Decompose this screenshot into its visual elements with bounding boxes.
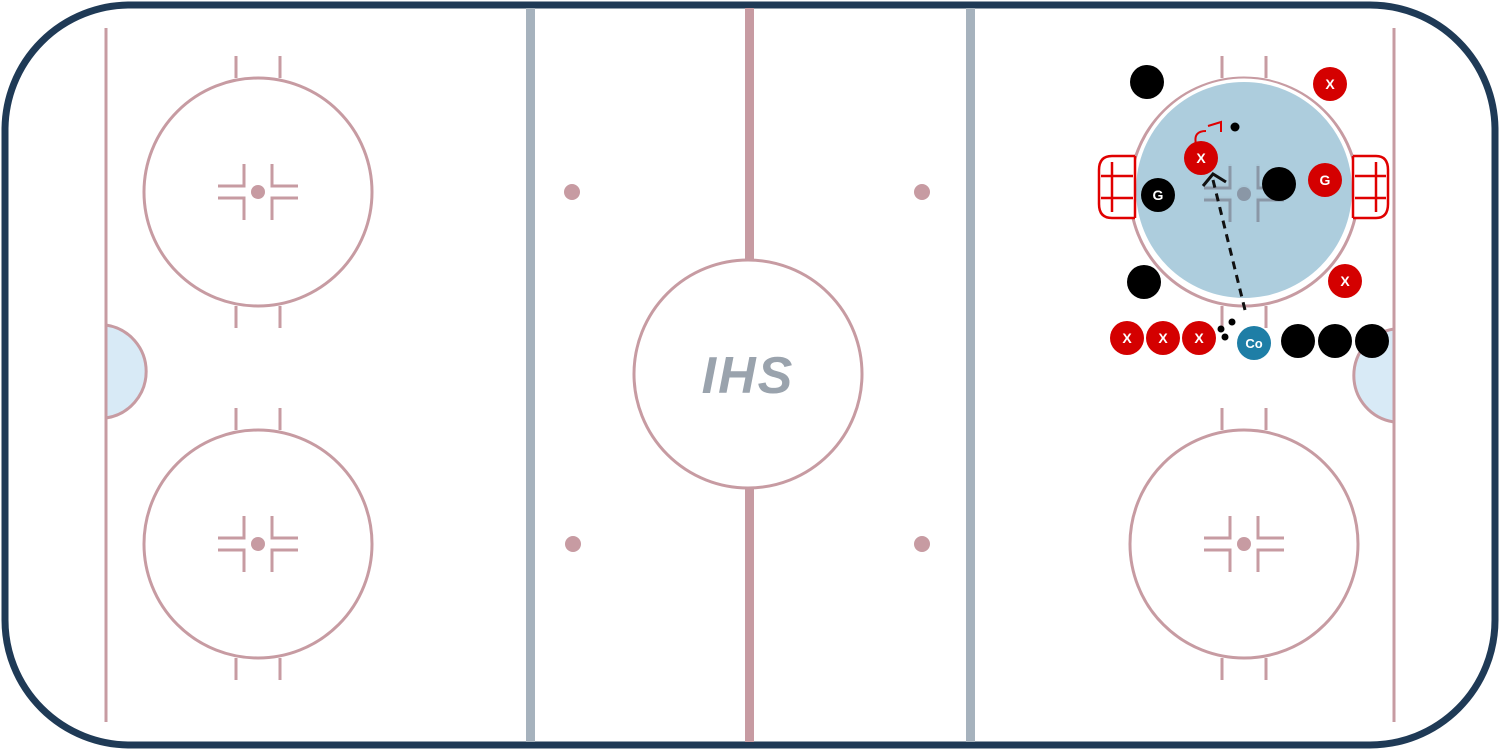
puck [1228, 318, 1236, 326]
red-player-x: X [1313, 67, 1347, 101]
black-player [1130, 65, 1164, 99]
red-player-x: X [1184, 141, 1218, 175]
goal-crease-left [104, 323, 148, 420]
black-player [1355, 324, 1389, 358]
red-player-label: X [1340, 273, 1350, 289]
faceoff-circle-bottom-right [1128, 408, 1360, 680]
blue-line-left [526, 8, 535, 742]
coach-label: Co [1245, 336, 1262, 351]
blue-line-right [966, 8, 975, 742]
red-player-label: X [1158, 330, 1168, 346]
red-player-label: X [1325, 76, 1335, 92]
black-goalie-label: G [1153, 187, 1164, 203]
puck [1221, 333, 1229, 341]
puck [1217, 325, 1225, 333]
neutral-dot-bottom-left [565, 536, 581, 552]
net-right-side [1351, 154, 1390, 220]
red-goalie-label: G [1320, 172, 1331, 188]
faceoff-circle-top-left [142, 56, 374, 328]
red-player-label: X [1196, 150, 1206, 166]
puck [1230, 122, 1240, 132]
coach-marker: Co [1237, 326, 1271, 360]
red-player-label: X [1194, 330, 1204, 346]
black-player [1318, 324, 1352, 358]
black-player [1127, 265, 1161, 299]
drill-pass-arrowhead [1201, 172, 1227, 187]
net-left-side [1097, 154, 1137, 220]
neutral-dot-bottom-right [914, 536, 930, 552]
center-ice-logo: IHS [702, 347, 795, 405]
black-goalie: G [1141, 178, 1175, 212]
black-player [1262, 167, 1296, 201]
red-player-x: X [1110, 321, 1144, 355]
center-faceoff-circle [632, 258, 864, 490]
red-player-x: X [1328, 264, 1362, 298]
faceoff-circle-bottom-left [142, 408, 374, 680]
black-player [1281, 324, 1315, 358]
red-player-x: X [1182, 321, 1216, 355]
neutral-dot-top-left [564, 184, 580, 200]
red-player-label: X [1122, 330, 1132, 346]
neutral-dot-top-right [914, 184, 930, 200]
red-player-x: X [1146, 321, 1180, 355]
red-goalie: G [1308, 163, 1342, 197]
